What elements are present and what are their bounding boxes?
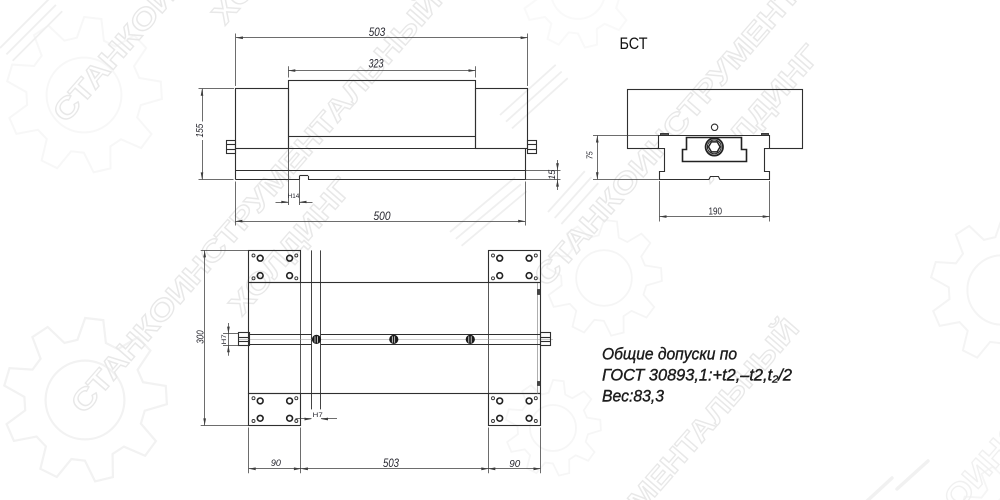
- svg-text:90: 90: [509, 459, 520, 470]
- svg-text:503: 503: [369, 27, 386, 39]
- svg-text:H7: H7: [313, 412, 323, 419]
- svg-text:190: 190: [709, 206, 723, 217]
- svg-text:90: 90: [271, 458, 281, 468]
- svg-text:300: 300: [195, 330, 206, 344]
- svg-text:ГОСТ 30893,1:+t2,–t2,t₂/2: ГОСТ 30893,1:+t2,–t2,t₂/2: [602, 367, 792, 385]
- svg-text:H7: H7: [221, 334, 228, 344]
- svg-text:БСТ: БСТ: [620, 35, 648, 53]
- svg-text:15: 15: [547, 169, 558, 180]
- svg-text:H14: H14: [288, 193, 300, 200]
- svg-text:503: 503: [383, 458, 400, 470]
- svg-text:155: 155: [195, 123, 206, 137]
- svg-text:500: 500: [374, 211, 392, 223]
- svg-text:Вес:83,3: Вес:83,3: [602, 388, 665, 406]
- svg-text:75: 75: [585, 151, 595, 159]
- svg-text:Общие допуски по: Общие допуски по: [602, 346, 737, 364]
- svg-text:323: 323: [369, 59, 384, 71]
